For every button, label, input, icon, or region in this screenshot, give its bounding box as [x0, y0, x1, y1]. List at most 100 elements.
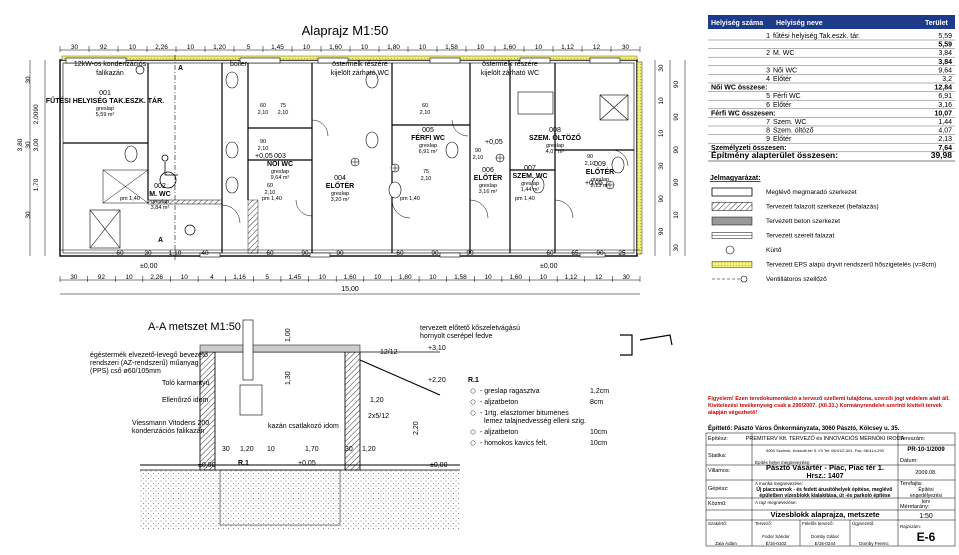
fan-icon — [740, 275, 748, 283]
svg-text:greslap: greslap — [151, 199, 169, 205]
door-dimension: 75 — [423, 169, 429, 175]
dimension-label: 2,00 — [33, 111, 40, 124]
svg-text:- homokos kavics felt.: - homokos kavics felt. — [480, 440, 547, 447]
chimney-icon — [135, 65, 196, 236]
svg-text:±0,00: ±0,00 — [430, 462, 448, 469]
svg-text:FŰTÉSI HELYISÉG TAK.ESZK. TÁR.: FŰTÉSI HELYISÉG TAK.ESZK. TÁR. — [46, 96, 164, 105]
dimension-label: 90 — [673, 179, 680, 187]
dimension-label: 30 — [25, 141, 32, 149]
dimension-label: 1,70 — [33, 178, 40, 191]
svg-text:1: 1 — [766, 33, 770, 40]
svg-text:7,64: 7,64 — [938, 145, 952, 152]
svg-text:É/16-0102: É/16-0102 — [766, 540, 787, 546]
svg-text:1,44: 1,44 — [938, 119, 952, 126]
svg-text:6: 6 — [766, 102, 770, 109]
dimension-label: 10 — [658, 130, 665, 138]
dimension-label: 60 — [116, 250, 124, 257]
svg-text:10cm: 10cm — [590, 429, 607, 436]
svg-text:002: 002 — [154, 183, 166, 190]
dimension-label: 30 — [658, 64, 665, 72]
plan-number: PR-10-1/2009 — [907, 447, 945, 453]
svg-text:2,13 m²: 2,13 m² — [591, 183, 610, 189]
svg-text:Fodor Sándor: Fodor Sándor — [762, 534, 790, 539]
svg-text:greslap: greslap — [546, 143, 564, 149]
dimension-label: 1,58 — [454, 274, 467, 281]
svg-text:5: 5 — [766, 93, 770, 100]
note-boiler: boiler — [230, 61, 248, 68]
dimension-label: 1,10 — [169, 250, 182, 257]
svg-text:009: 009 — [594, 161, 606, 168]
legend-item: Kürtő — [725, 245, 782, 255]
legend-item: Tervezett falazott szerkezet (befalazás) — [711, 202, 879, 211]
legend-title: Jelmagyarázat: — [710, 175, 761, 182]
svg-text:Szakértő:: Szakértő: — [708, 521, 727, 526]
door-dimension: 2,10 — [258, 146, 269, 152]
dimension-label: 4 — [210, 274, 214, 281]
dimension-label: 65 — [571, 250, 579, 257]
dimension-label: 12 — [595, 274, 603, 281]
svg-text:SZEM. ÖLTÖZŐ: SZEM. ÖLTÖZŐ — [529, 133, 582, 142]
legend-item: Ventillátoros szellőző — [712, 275, 827, 283]
dimension-label: 10 — [658, 97, 665, 105]
svg-text:9,64 m²: 9,64 m² — [271, 175, 290, 181]
svg-text:Statika:: Statika: — [708, 453, 727, 459]
svg-text:30: 30 — [222, 446, 230, 453]
dimension-label: 10 — [125, 274, 133, 281]
dimension-label: 1,60 — [329, 44, 342, 51]
eps-insulation-top — [61, 55, 638, 61]
layers-title: R.1 — [468, 377, 479, 384]
svg-text:5,59 m²: 5,59 m² — [96, 112, 115, 118]
svg-text:8: 8 — [766, 128, 770, 135]
dimension-label: 10 — [540, 274, 548, 281]
dimension-label: 1,12 — [565, 274, 578, 281]
svg-text:3,20 m²: 3,20 m² — [331, 197, 350, 203]
svg-text:1,30: 1,30 — [285, 371, 292, 385]
section-mark-bottom: A — [158, 237, 163, 244]
svg-text:Személyzeti összesen:: Személyzeti összesen: — [711, 145, 786, 152]
fan-icons — [350, 153, 615, 190]
svg-text:12,84: 12,84 — [934, 85, 952, 92]
svg-text:pm 1,40: pm 1,40 — [120, 196, 140, 202]
outer-wall — [59, 59, 638, 257]
svg-text:- greslap ragasztva: - greslap ragasztva — [480, 388, 540, 395]
legend: Jelmagyarázat: Meglévő megmaradó szerkez… — [710, 175, 936, 283]
dimension-label: 90 — [658, 228, 665, 236]
svg-text:ELŐTÉR: ELŐTÉR — [474, 173, 502, 182]
svg-text:Gépész:: Gépész: — [708, 486, 729, 492]
svg-text:M. WC: M. WC — [773, 50, 794, 57]
door-dimension: 90 — [587, 154, 593, 160]
dimension-label: 10 — [361, 44, 369, 51]
total-area-value: 39,98 — [931, 150, 953, 160]
chimney-icon — [725, 245, 735, 255]
dimension-label: 1,60 — [503, 44, 516, 51]
svg-text:30: 30 — [345, 446, 353, 453]
scale: 1:50 — [919, 513, 933, 520]
dimension-label: 90 — [673, 146, 680, 154]
dimension-label: 60 — [546, 250, 554, 257]
svg-text:Helyiség neve: Helyiség neve — [776, 20, 823, 27]
svg-text:006: 006 — [482, 167, 494, 174]
svg-text:2: 2 — [766, 50, 770, 57]
layer-row: - homokos kavics felt. 10cm — [470, 440, 607, 447]
dimension-label: 30 — [71, 44, 79, 51]
dimension-label: 2,26 — [155, 44, 168, 51]
svg-text:Szem. WC: Szem. WC — [773, 119, 806, 126]
svg-text:Tervezett falazott szerkezet (: Tervezett falazott szerkezet (befalazás) — [766, 204, 879, 211]
section-a-a: A-A metszet M1:50 égéstermék elvezető-le… — [90, 319, 609, 530]
svg-text:Tervszám:: Tervszám: — [900, 436, 926, 442]
svg-text:A rajz megnevezése:: A rajz megnevezése: — [755, 500, 797, 505]
svg-text:+3,10: +3,10 — [428, 345, 446, 352]
svg-text:±0,00: ±0,00 — [540, 263, 558, 270]
dimension-label: 40 — [201, 250, 209, 257]
svg-text:1,20: 1,20 — [370, 397, 384, 404]
dimension-label: 10 — [187, 44, 195, 51]
svg-text:10cm: 10cm — [590, 440, 607, 447]
door-dimension: 90 — [475, 148, 481, 154]
